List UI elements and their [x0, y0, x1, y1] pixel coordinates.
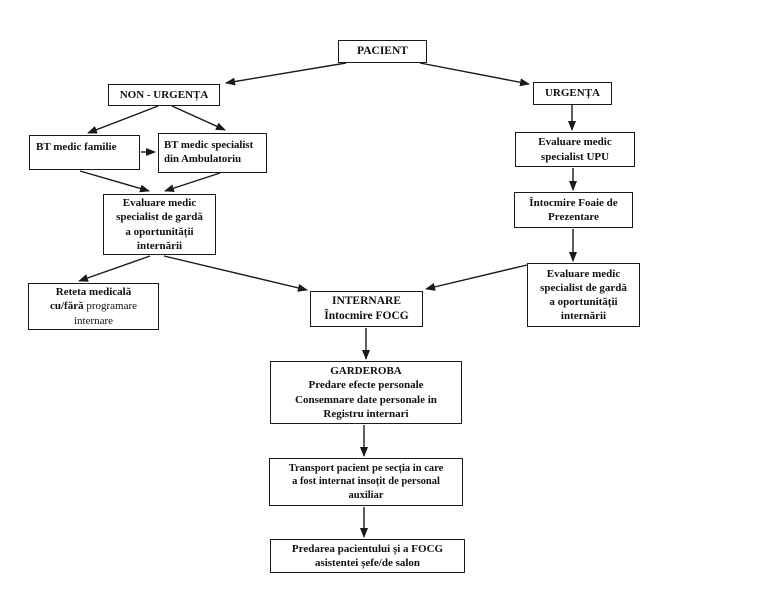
arrow-bt-familie-to-eval-garda-left: [79, 170, 150, 193]
arrow-bt-specialist-to-eval-garda-left: [164, 172, 221, 193]
arrow-non-urgenta-to-bt-familie: [87, 105, 159, 134]
garderoba-line: GARDEROBA: [330, 365, 402, 378]
arrow-eval-garda-left-to-internare: [163, 255, 308, 292]
box-evaluare-garda-left: Evaluare medic specialist de gardă a opo…: [103, 194, 216, 255]
box-transport-pacient: Transport pacient pe secția in care a fo…: [269, 458, 463, 506]
foaie-line: Întocmire Foaie de: [529, 196, 618, 209]
eval-garda-left-line: Evaluare medic: [122, 197, 197, 210]
eval-garda-right-line: specialist de gardă: [540, 281, 627, 294]
predarea-line: asistentei șefe/de salon: [314, 557, 421, 569]
reteta-line2-bold: cu/fără: [49, 300, 84, 313]
box-internare: INTERNARE Întocmire FOCG: [310, 291, 423, 327]
eval-garda-left-line: a oportunității: [125, 225, 194, 238]
arrow-non-urgenta-to-bt-specialist: [171, 105, 226, 131]
urgenta-label: URGENȚA: [544, 87, 600, 100]
box-pacient: PACIENT: [338, 40, 427, 63]
arrow-eval-garda-right-to-internare: [425, 264, 528, 291]
box-reteta-medicala: Reteta medicală cu/fără programare inter…: [28, 283, 159, 330]
garderoba-line: Consemnare date personale in: [295, 393, 437, 406]
box-bt-medic-specialist: BT medic specialist din Ambulatoriu: [158, 133, 267, 173]
internare-line: Întocmire FOCG: [324, 310, 409, 322]
eval-garda-left-line: internării: [136, 239, 183, 252]
transport-line: Transport pacient pe secția in care: [288, 462, 444, 474]
eval-garda-right-line: Evaluare medic: [546, 267, 621, 280]
box-foaie-prezentare: Întocmire Foaie de Prezentare: [514, 192, 633, 228]
reteta-line2-regular: programare: [83, 300, 138, 313]
box-non-urgenta: NON - URGENȚA: [108, 84, 220, 106]
internare-line: INTERNARE: [331, 295, 401, 308]
box-evaluare-upu: Evaluare medic specialist UPU: [515, 132, 635, 167]
box-garderoba: GARDEROBA Predare efecte personale Conse…: [270, 361, 462, 424]
box-bt-medic-familie: BT medic familie: [29, 135, 140, 170]
garderoba-line: Registru internari: [323, 407, 409, 420]
box-urgenta: URGENȚA: [533, 82, 612, 105]
eval-garda-right-line: a oportunității: [549, 296, 618, 308]
foaie-line: Prezentare: [548, 211, 599, 223]
pacient-label: PACIENT: [357, 45, 408, 58]
bt-specialist-line: BT medic specialist: [164, 139, 254, 152]
eval-upu-line: Evaluare medic: [538, 136, 612, 149]
eval-garda-left-line: specialist de gardă: [116, 211, 203, 224]
garderoba-line: Predare efecte personale: [308, 379, 424, 392]
box-predarea-pacient: Predarea pacientului și a FOCG asistente…: [270, 539, 465, 573]
eval-upu-line: specialist UPU: [540, 150, 610, 163]
reteta-line: internare: [73, 314, 114, 327]
transport-line: a fost internat insoțit de personal: [292, 476, 440, 488]
arrow-eval-garda-left-to-reteta: [78, 255, 151, 282]
non-urgenta-label: NON - URGENȚA: [119, 88, 209, 101]
transport-line: auxiliar: [348, 489, 384, 501]
reteta-line: cu/fără programare: [50, 299, 137, 313]
bt-specialist-line: din Ambulatoriu: [164, 153, 242, 165]
reteta-line: Reteta medicală: [55, 286, 132, 299]
box-evaluare-garda-right: Evaluare medic specialist de gardă a opo…: [527, 263, 640, 327]
eval-garda-right-line: internării: [560, 310, 607, 323]
arrow-pacient-to-urgenta: [419, 62, 530, 87]
predarea-line: Predarea pacientului și a FOCG: [291, 542, 444, 555]
arrow-pacient-to-non-urgenta: [225, 62, 347, 86]
bt-familie-label: BT medic familie: [36, 141, 117, 153]
